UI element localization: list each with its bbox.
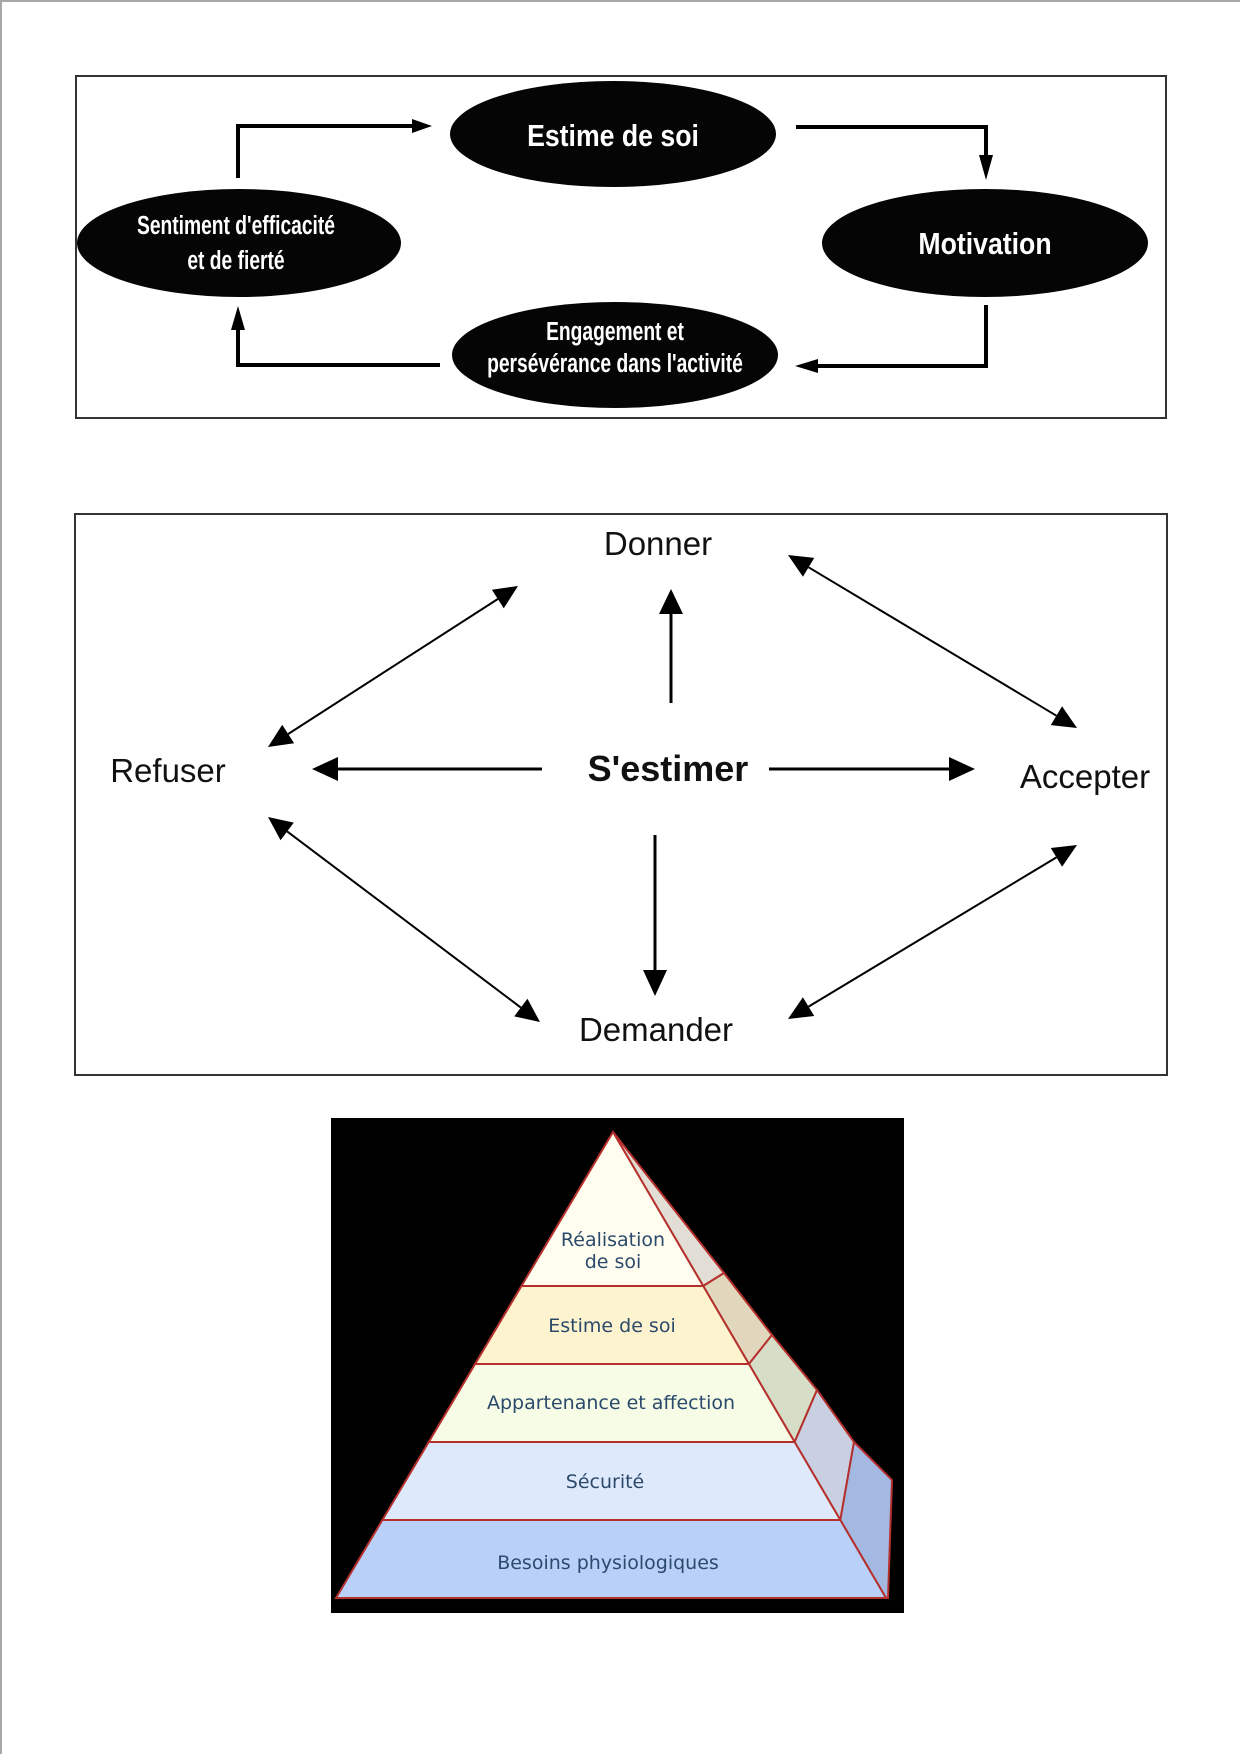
arrow-shaft	[808, 566, 1057, 717]
cycle-node-engagement: Engagement et persévérance dans l'activi…	[452, 302, 778, 408]
pyramid-tier-label: de soi	[585, 1251, 642, 1273]
pyramid-tiers	[334, 1130, 894, 1599]
arrow-center-to-refuser	[312, 757, 542, 781]
pyramid-tier-label: Appartenance et affection	[487, 1392, 735, 1414]
pyramid-tier-label: Réalisation	[561, 1229, 665, 1251]
maslow-pyramid: Réalisation de soi Estime de soi Apparte…	[331, 1118, 904, 1613]
arrowhead-icon	[788, 997, 815, 1019]
arrow-donner-accepter	[788, 555, 1077, 728]
arrowhead-icon	[1050, 706, 1077, 728]
pyramid-tier-label: Sécurité	[566, 1471, 644, 1493]
arrowhead-icon	[795, 359, 818, 373]
relation-diagram-frame	[74, 513, 1168, 1076]
arrow-refuser-donner	[268, 586, 518, 747]
pyramid-tier	[334, 1519, 888, 1599]
arrow-center-to-demander	[643, 835, 667, 996]
arrow-accepter-demander	[788, 845, 1077, 1019]
cycle-diagram: Estime de soi Motivation Engagement et p…	[75, 75, 1167, 419]
cycle-node-label: Motivation	[918, 227, 1051, 261]
arrowhead-icon	[949, 757, 975, 781]
pyramid-tier-label: Besoins physiologiques	[497, 1552, 719, 1574]
diagonal-arrows	[268, 555, 1077, 1022]
arrow-shaft	[287, 598, 499, 735]
relation-label-demander: Demander	[579, 1011, 733, 1048]
cycle-arrow-motivation-to-engagement	[795, 305, 988, 373]
cycle-node-label: Engagement et	[546, 316, 684, 346]
cycle-node-motivation: Motivation	[822, 189, 1148, 297]
arrowhead-icon	[491, 586, 518, 609]
relation-label-accepter: Accepter	[1020, 758, 1150, 795]
arrowhead-icon	[788, 555, 815, 577]
cycle-node-label: Estime de soi	[527, 119, 699, 153]
cycle-node-sentiment: Sentiment d'efficacité et de fierté	[77, 189, 401, 297]
arrowhead-icon	[412, 119, 432, 133]
relation-label-refuser: Refuser	[110, 752, 226, 789]
arrowhead-icon	[643, 970, 667, 996]
cycle-node-label: persévérance dans l'activité	[487, 348, 743, 378]
arrowhead-icon	[231, 306, 245, 330]
arrow-shaft	[286, 830, 522, 1009]
relation-label-center: S'estimer	[588, 748, 749, 789]
cycle-arrow-estime-to-motivation	[796, 125, 993, 180]
relation-diagram: Donner Refuser S'estimer Accepter Demand…	[74, 513, 1168, 1076]
cycle-node-estime: Estime de soi	[450, 81, 776, 187]
arrow-refuser-demander	[268, 817, 540, 1022]
arrow-center-to-donner	[659, 589, 683, 703]
cycle-node-label: et de fierté	[187, 245, 284, 275]
arrowhead-icon	[268, 724, 295, 747]
arrow-center-to-accepter	[769, 757, 975, 781]
pyramid-labels: Réalisation de soi Estime de soi Apparte…	[487, 1229, 735, 1574]
arrowhead-icon	[514, 998, 540, 1022]
cycle-node-label: Sentiment d'efficacité	[137, 210, 335, 240]
arrowhead-icon	[979, 155, 993, 180]
cycle-arrow-engagement-to-sentiment	[231, 306, 440, 367]
pyramid-tier-label: Estime de soi	[548, 1315, 675, 1337]
arrowhead-icon	[659, 589, 683, 614]
cycle-arrow-sentiment-to-estime	[236, 119, 432, 178]
arrowhead-icon	[1050, 845, 1077, 867]
arrow-shaft	[808, 856, 1057, 1008]
arrowhead-icon	[312, 757, 338, 781]
relation-label-donner: Donner	[604, 525, 712, 562]
arrowhead-icon	[268, 817, 294, 841]
